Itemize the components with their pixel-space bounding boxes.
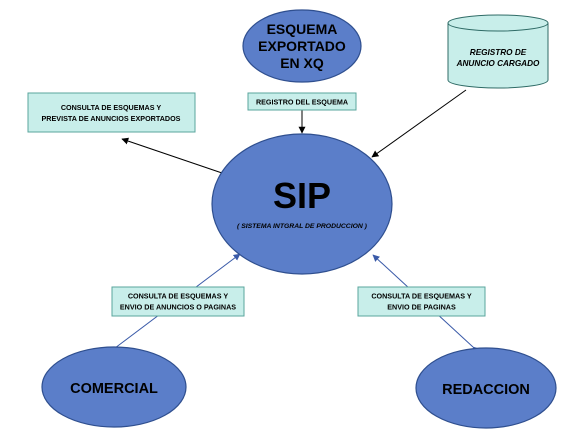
esquema-line-2: EXPORTADO: [258, 38, 346, 54]
node-esquema-exportado: ESQUEMA EXPORTADO EN XQ: [242, 9, 362, 83]
consulta-redaccion-line-1: CONSULTA DE ESQUEMAS Y: [371, 292, 472, 301]
connector-registro-to-sip: [371, 89, 467, 158]
consulta-redaccion-line-2: ENVIO DE PAGINAS: [387, 303, 456, 312]
sip-title: SIP: [273, 175, 331, 216]
box-registro-esquema: REGISTRO DEL ESQUEMA: [247, 92, 357, 111]
box-consulta-redaccion: CONSULTA DE ESQUEMAS Y ENVIO DE PAGINAS: [357, 286, 486, 317]
node-comercial: COMERCIAL: [41, 346, 187, 428]
node-registro-anuncio-cylinder: REGISTRO DE ANUNCIO CARGADO: [447, 14, 549, 89]
registro-anuncio-line-1: REGISTRO DE: [470, 48, 527, 57]
consulta-exportados-line-1: CONSULTA DE ESQUEMAS Y: [61, 103, 162, 112]
esquema-line-3: EN XQ: [280, 55, 324, 71]
node-redaccion: REDACCION: [415, 347, 557, 429]
consulta-exportados-line-2: PREVISTA DE ANUNCIOS EXPORTADOS: [42, 114, 181, 123]
connector-sip-to-consulta: [121, 137, 223, 174]
comercial-label: COMERCIAL: [70, 381, 158, 397]
consulta-comercial-line-1: CONSULTA DE ESQUEMAS Y: [128, 292, 229, 301]
registro-anuncio-line-2: ANUNCIO CARGADO: [456, 59, 540, 68]
node-sip: SIP ( SISTEMA INTGRAL DE PRODUCCION ): [211, 133, 393, 275]
sip-subtitle: ( SISTEMA INTGRAL DE PRODUCCION ): [237, 223, 368, 230]
registro-esquema-label: REGISTRO DEL ESQUEMA: [256, 98, 348, 107]
box-consulta-comercial: CONSULTA DE ESQUEMAS Y ENVIO DE ANUNCIOS…: [111, 286, 245, 317]
consulta-comercial-line-2: ENVIO DE ANUNCIOS O PAGINAS: [120, 303, 236, 312]
box-consulta-exportados: CONSULTA DE ESQUEMAS Y PREVISTA DE ANUNC…: [27, 92, 196, 133]
redaccion-label: REDACCION: [442, 382, 530, 398]
esquema-line-1: ESQUEMA: [267, 21, 338, 37]
